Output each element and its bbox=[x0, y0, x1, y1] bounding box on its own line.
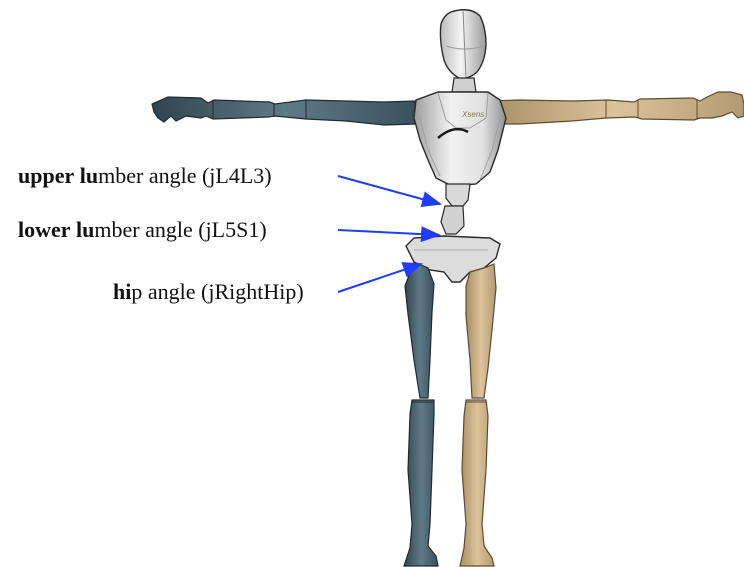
lower-lumbar-segment bbox=[441, 206, 464, 234]
right-leg bbox=[460, 264, 496, 566]
left-arm bbox=[152, 97, 416, 125]
label-upper-lumbar-angle: upper lumber angle (jL4L3) bbox=[18, 163, 272, 189]
label-hip-angle: hip angle (jRightHip) bbox=[113, 279, 304, 305]
chest-logo: Xsens bbox=[461, 110, 484, 119]
head bbox=[440, 10, 486, 79]
arrow-lower-lumbar bbox=[338, 230, 439, 235]
left-leg bbox=[404, 262, 438, 566]
neck bbox=[452, 78, 476, 92]
torso: Xsens bbox=[414, 92, 506, 186]
right-arm bbox=[486, 92, 744, 124]
upper-lumbar-segment bbox=[446, 184, 470, 206]
arrow-upper-lumbar bbox=[338, 176, 440, 204]
label-lower-lumbar-angle: lower lumber angle (jL5S1) bbox=[18, 217, 267, 243]
